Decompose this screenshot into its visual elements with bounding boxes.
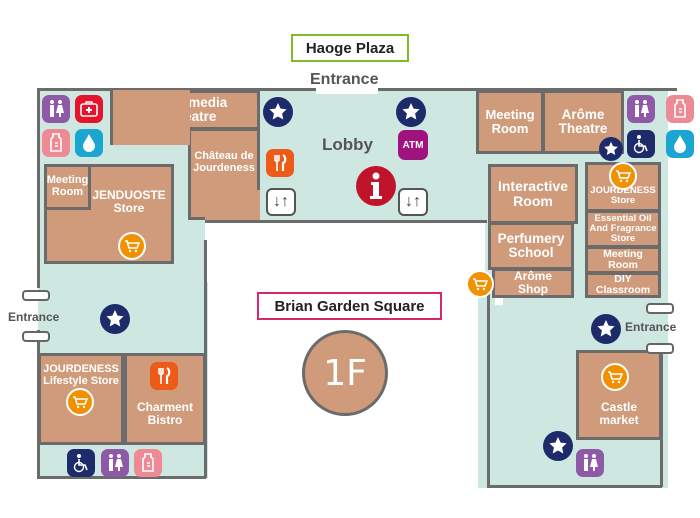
floor-indicator: 1F <box>302 330 388 416</box>
haoge-plaza-sign: Haoge Plaza <box>291 34 409 62</box>
restroom-icon <box>627 95 655 123</box>
arome-shop[interactable]: Arôme Shop <box>492 268 574 298</box>
shopping-cart-icon <box>118 232 146 260</box>
arome-theatre[interactable]: Arôme Theatre <box>542 90 624 154</box>
wall <box>37 88 40 288</box>
chateau-annex <box>110 90 190 145</box>
star-icon <box>543 431 573 461</box>
shopping-cart-icon <box>609 162 637 190</box>
wall <box>205 220 487 223</box>
star-icon <box>100 304 130 334</box>
chateau-lower <box>205 190 260 220</box>
star-icon <box>263 97 293 127</box>
door-opening-top <box>316 86 378 94</box>
wall <box>487 485 662 488</box>
nursing-room-icon <box>134 449 162 477</box>
meeting-room-top-right[interactable]: Meeting Room <box>476 90 544 154</box>
meeting-room-right[interactable]: Meeting Room <box>585 246 661 274</box>
shopping-cart-icon <box>66 388 94 416</box>
accessible-icon <box>67 449 95 477</box>
escalator-icon: ↓↑ <box>266 188 296 216</box>
shopping-cart-icon <box>601 363 629 391</box>
meeting-room-left-overlay[interactable]: Meeting Room <box>44 164 91 210</box>
restroom-icon <box>42 95 70 123</box>
star-icon <box>396 97 426 127</box>
brian-garden-square-sign: Brian Garden Square <box>257 292 442 320</box>
lobby-label: Lobby <box>322 135 373 154</box>
entrance-label-top: Entrance <box>310 71 379 88</box>
escalator-icon: ↓↑ <box>398 188 428 216</box>
first-aid-icon <box>75 95 103 123</box>
restaurant-icon <box>266 149 294 177</box>
restroom-icon <box>576 449 604 477</box>
nursing-room-icon <box>666 95 694 123</box>
door <box>646 343 674 354</box>
door <box>646 303 674 314</box>
wall <box>37 476 206 479</box>
atm-icon[interactable]: ATM <box>398 130 428 160</box>
wall <box>487 282 490 487</box>
water-icon <box>666 130 694 158</box>
diy-classroom[interactable]: DIY Classroom <box>585 272 661 298</box>
door <box>22 290 50 301</box>
essential-oil-and-fragrance-store[interactable]: Essential Oil And Fragrance Store <box>585 210 661 248</box>
perfumery-school[interactable]: Perfumery School <box>488 222 574 270</box>
star-icon <box>599 137 623 161</box>
information-icon[interactable] <box>356 166 396 206</box>
interactive-room[interactable]: Interactive Room <box>488 164 578 224</box>
door <box>22 331 50 342</box>
entrance-label-right: Entrance <box>625 320 677 334</box>
restroom-icon <box>101 449 129 477</box>
entrance-label-left: Entrance <box>8 310 60 324</box>
nursing-room-icon <box>42 129 70 157</box>
restaurant-icon <box>150 362 178 390</box>
accessible-icon <box>627 130 655 158</box>
shopping-cart-icon <box>466 270 494 298</box>
star-icon <box>591 314 621 344</box>
water-icon <box>75 129 103 157</box>
